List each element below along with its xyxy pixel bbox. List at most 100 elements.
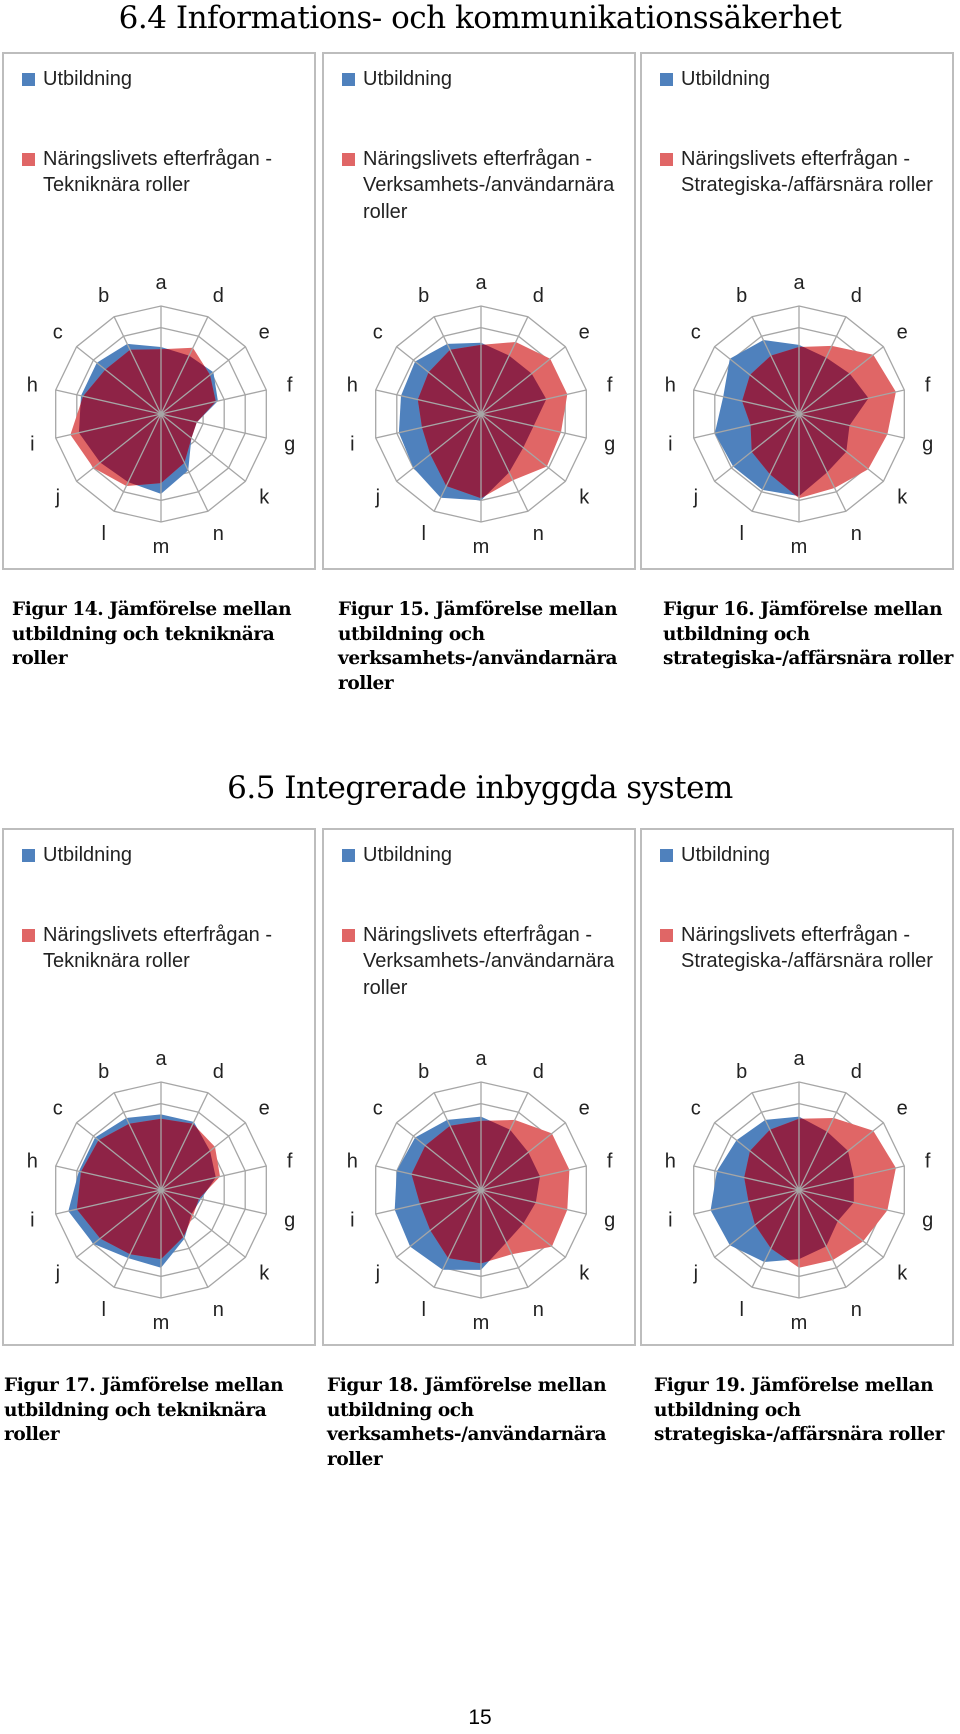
axis-label-k: k — [259, 486, 270, 508]
section-title-6-4: 6.4 Informations- och kommunikationssäke… — [118, 0, 842, 36]
legend-item-education: Utbildning — [660, 842, 950, 868]
axis-spoke-f — [160, 389, 267, 415]
axis-spoke-k — [798, 413, 884, 482]
axis-label-n: n — [213, 1299, 224, 1321]
axis-spoke-e — [480, 1122, 566, 1191]
axis-spoke-d — [160, 316, 209, 415]
figure-caption-18: Figur 18. Jämförelse mellan utbildning o… — [327, 1375, 607, 1470]
axis-spoke-c — [396, 1122, 482, 1191]
axis-label-i: i — [30, 433, 34, 455]
axis-spoke-c — [76, 1122, 162, 1191]
axis-label-g: g — [284, 1209, 295, 1231]
axis-label-a: a — [793, 272, 805, 294]
axis-spoke-g — [480, 1189, 587, 1215]
axis-label-d: d — [213, 1061, 224, 1083]
axis-spoke-n — [798, 413, 847, 512]
axis-label-j: j — [693, 1262, 698, 1284]
legend-label: Utbildning — [43, 844, 132, 866]
axis-spoke-g — [798, 1189, 905, 1215]
axis-spoke-d — [480, 1092, 529, 1191]
axis-spoke-b — [113, 1092, 162, 1191]
figure-caption-14: Figur 14. Jämförelse mellan utbildning o… — [12, 599, 292, 670]
legend-item-education: Utbildning — [342, 66, 632, 92]
axis-spoke-h — [375, 389, 482, 415]
legend-swatch-blue — [22, 73, 35, 86]
figure-caption-15: Figur 15. Jämförelse mellan utbildning o… — [338, 599, 618, 694]
chart-panel-19: Utbildning Näringslivets efterfrågan - S… — [640, 828, 954, 1346]
axis-label-a: a — [155, 1048, 167, 1070]
axis-label-h: h — [347, 375, 358, 397]
axis-spoke-i — [693, 413, 800, 439]
axis-spoke-d — [798, 316, 847, 415]
axis-spoke-d — [160, 1092, 209, 1191]
legend-swatch-blue — [660, 73, 673, 86]
axis-label-d: d — [533, 285, 544, 307]
axis-spoke-j — [396, 413, 482, 482]
axis-label-a: a — [475, 272, 487, 294]
axis-spoke-e — [798, 346, 884, 415]
axis-spoke-l — [433, 1189, 482, 1288]
axis-spoke-g — [160, 1189, 267, 1215]
axis-spoke-g — [798, 413, 905, 439]
axis-spoke-k — [480, 1189, 566, 1258]
axis-label-i: i — [668, 433, 672, 455]
axis-spoke-k — [798, 1189, 884, 1258]
legend-swatch-red — [342, 153, 355, 166]
axis-spoke-c — [76, 346, 162, 415]
axis-label-i: i — [350, 433, 354, 455]
figure-caption-17: Figur 17. Jämförelse mellan utbildning o… — [4, 1375, 284, 1446]
legend-label: Utbildning — [43, 68, 132, 90]
axis-label-k: k — [579, 486, 590, 508]
axis-spoke-j — [714, 1189, 800, 1258]
axis-spoke-h — [55, 1165, 162, 1191]
axis-spoke-c — [396, 346, 482, 415]
axis-spoke-g — [160, 413, 267, 439]
axis-spoke-h — [693, 1165, 800, 1191]
axis-label-c: c — [691, 1098, 701, 1120]
figure-caption-16: Figur 16. Jämförelse mellan utbildning o… — [663, 599, 953, 670]
axis-label-a: a — [155, 272, 167, 294]
axis-label-h: h — [347, 1151, 358, 1173]
axis-spoke-e — [160, 346, 246, 415]
series-overlap — [76, 1118, 216, 1260]
axis-label-a: a — [793, 1048, 805, 1070]
legend-swatch-red — [660, 929, 673, 942]
axis-label-c: c — [691, 322, 701, 344]
axis-label-l: l — [421, 1299, 425, 1321]
axis-label-j: j — [55, 486, 60, 508]
axis-label-b: b — [736, 1061, 747, 1083]
axis-spoke-e — [798, 1122, 884, 1191]
axis-label-k: k — [897, 1262, 908, 1284]
axis-label-g: g — [284, 433, 295, 455]
legend-label: Utbildning — [363, 68, 452, 90]
axis-spoke-i — [55, 413, 162, 439]
axis-label-h: h — [665, 375, 676, 397]
axis-spoke-l — [433, 413, 482, 512]
axis-spoke-l — [751, 413, 800, 512]
axis-label-a: a — [475, 1048, 487, 1070]
axis-label-e: e — [579, 1098, 590, 1120]
axis-spoke-b — [751, 316, 800, 415]
legend-swatch-blue — [342, 849, 355, 862]
legend-label: Näringslivets efterfrågan - Strategiska-… — [681, 924, 933, 973]
axis-spoke-i — [55, 1189, 162, 1215]
legend-swatch-blue — [22, 849, 35, 862]
legend-item-demand: Näringslivets efterfrågan - Verksamhets-… — [342, 146, 632, 225]
chart-panel-18: Utbildning Näringslivets efterfrågan - V… — [322, 828, 636, 1346]
section-title-6-5: 6.5 Integrerade inbyggda system — [227, 770, 733, 806]
legend-swatch-red — [22, 153, 35, 166]
axis-spoke-b — [433, 316, 482, 415]
axis-label-k: k — [259, 1262, 270, 1284]
axis-label-j: j — [375, 1262, 380, 1284]
axis-label-f: f — [287, 375, 293, 397]
axis-spoke-j — [714, 413, 800, 482]
axis-spoke-n — [798, 1189, 847, 1288]
axis-label-j: j — [375, 486, 380, 508]
axis-label-b: b — [418, 1061, 429, 1083]
chart-panel-14: Utbildning Näringslivets efterfrågan - T… — [2, 52, 316, 570]
axis-spoke-j — [396, 1189, 482, 1258]
